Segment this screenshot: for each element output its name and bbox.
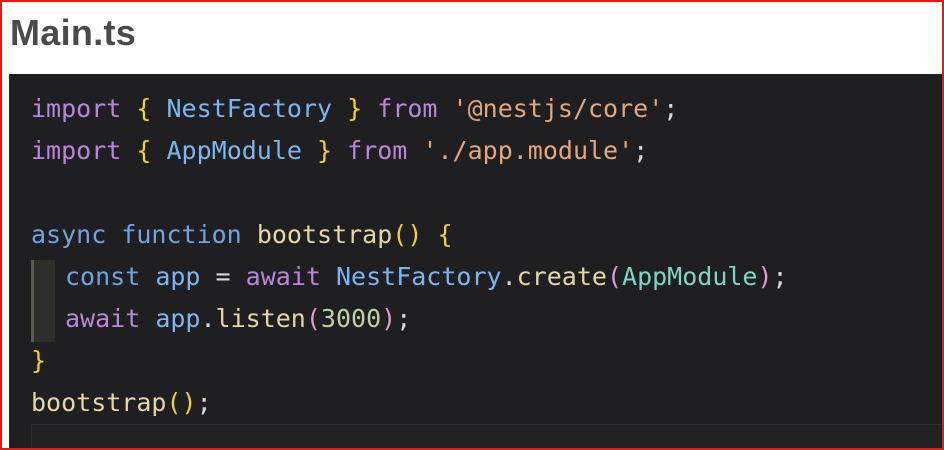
keyword-from: from [347, 136, 408, 165]
paren-open: ( [166, 388, 182, 417]
brace-close: } [317, 136, 333, 165]
identifier: AppModule [166, 136, 302, 165]
keyword-await: await [245, 262, 321, 291]
string-literal: './app.module' [422, 136, 634, 165]
paren-close: ) [757, 262, 773, 291]
brace-open: { [136, 136, 152, 165]
variable-app: app [155, 262, 201, 291]
class-name: NestFactory [336, 262, 502, 291]
paren-close: ) [381, 304, 397, 333]
keyword-from: from [377, 94, 438, 123]
identifier: NestFactory [166, 94, 333, 123]
function-name: bootstrap [256, 220, 393, 249]
code-line-1: import { NestFactory } from '@nestjs/cor… [31, 92, 678, 126]
dot: . [501, 262, 517, 291]
semicolon: ; [633, 136, 649, 165]
paren-open: ( [392, 220, 408, 249]
keyword-import: import [31, 136, 122, 165]
dot: . [200, 304, 216, 333]
editor-next-line-box [31, 424, 942, 448]
code-line-8: bootstrap(); [31, 386, 212, 420]
page-title: Main.ts [10, 12, 137, 53]
semicolon: ; [663, 94, 679, 123]
method-name: listen [215, 304, 306, 333]
variable-app: app [155, 304, 201, 333]
code-line-4: async function bootstrap() { [31, 218, 453, 252]
code-line-7: } [31, 344, 46, 378]
brace-close: } [347, 94, 363, 123]
keyword-const: const [65, 262, 141, 291]
code-line-5: const app = await NestFactory.create(App… [65, 260, 788, 294]
paren-close: ) [407, 220, 423, 249]
keyword-async: async [31, 220, 107, 249]
semicolon: ; [772, 262, 788, 291]
keyword-function: function [121, 220, 242, 249]
paren-close: ) [181, 388, 197, 417]
string-literal: '@nestjs/core' [452, 94, 664, 123]
function-call: bootstrap [31, 388, 167, 417]
code-editor[interactable]: import { NestFactory } from '@nestjs/cor… [9, 74, 942, 448]
method-name: create [516, 262, 607, 291]
argument: AppModule [622, 262, 758, 291]
keyword-import: import [31, 94, 122, 123]
brace-open: { [136, 94, 152, 123]
code-line-2: import { AppModule } from './app.module'… [31, 134, 648, 168]
keyword-await: await [65, 304, 141, 333]
paren-open: ( [305, 304, 321, 333]
operator-equals: = [215, 262, 231, 291]
semicolon: ; [396, 304, 412, 333]
indent-guide-bar [31, 260, 34, 342]
code-line-6: await app.listen(3000); [65, 302, 411, 336]
brace-open: { [437, 220, 453, 249]
brace-close: } [31, 346, 47, 375]
indent-guide [31, 260, 55, 342]
semicolon: ; [196, 388, 212, 417]
number-literal: 3000 [320, 304, 382, 333]
paren-open: ( [606, 262, 623, 291]
